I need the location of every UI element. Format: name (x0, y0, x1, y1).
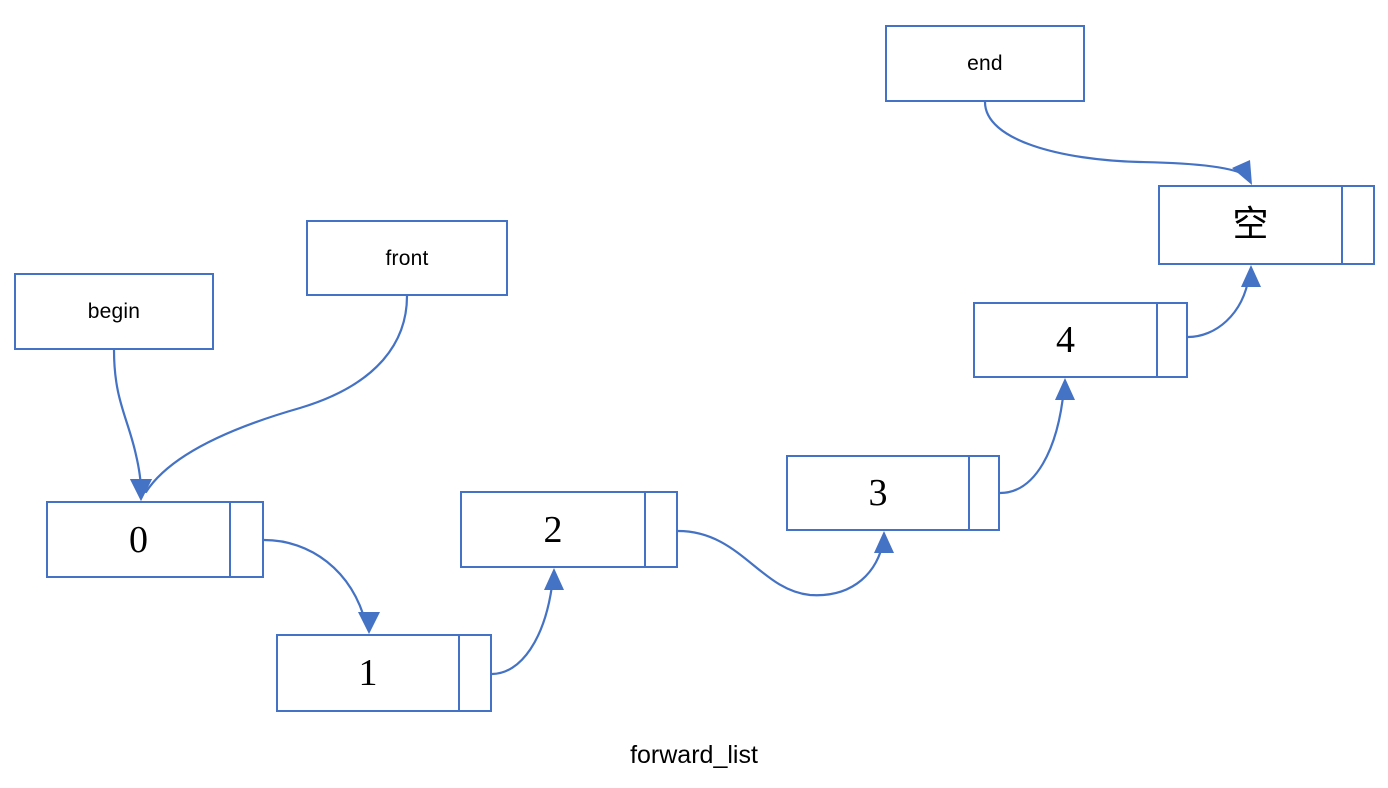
node-value-text: 3 (868, 472, 888, 514)
node-value-text: 4 (1056, 319, 1075, 361)
label-box-text: end (967, 52, 1003, 75)
node-value-cell: 4 (975, 304, 1158, 376)
edge-node4-to-nodeend (1186, 274, 1251, 339)
arrowhead-end-to-nodeend (1232, 160, 1252, 185)
node-pointer-cell (1158, 304, 1186, 376)
list-node-node1[interactable]: 1 (276, 634, 492, 712)
node-value-cell: 2 (462, 493, 646, 566)
edge-node0-to-node1 (262, 538, 368, 626)
label-box-end[interactable]: end (885, 25, 1085, 102)
list-node-node0[interactable]: 0 (46, 501, 264, 578)
edge-end-to-nodeend (983, 100, 1249, 178)
arrowhead-node2-to-node3 (874, 531, 894, 553)
node-pointer-cell (460, 636, 490, 710)
label-box-begin[interactable]: begin (14, 273, 214, 350)
list-node-nodeend[interactable]: 空 (1158, 185, 1375, 265)
list-node-node2[interactable]: 2 (460, 491, 678, 568)
node-value-cell: 0 (48, 503, 231, 576)
node-value-cell: 1 (278, 636, 460, 710)
arrowhead-node0-to-node1 (358, 612, 380, 634)
edge-node1-to-node2 (490, 576, 555, 676)
label-box-text: begin (87, 300, 141, 323)
edge-node3-to-node4 (998, 386, 1066, 495)
arrowhead-node3-to-node4 (1055, 378, 1075, 400)
node-pointer-cell (646, 493, 676, 566)
label-box-front[interactable]: front (306, 220, 508, 296)
node-value-text: 2 (543, 508, 563, 551)
edge-begin-to-node0 (112, 348, 143, 494)
node-pointer-cell (970, 457, 998, 529)
arrowhead-front-to-node0 (130, 479, 152, 501)
node-value-cell: 空 (1160, 187, 1343, 263)
label-box-text: front (385, 246, 429, 270)
list-node-node3[interactable]: 3 (786, 455, 1000, 531)
node-value-text: 空 (1232, 204, 1269, 245)
arrowhead-begin-to-node0 (130, 479, 152, 501)
list-node-node4[interactable]: 4 (973, 302, 1188, 378)
diagram-caption: forward_list (630, 741, 758, 769)
edge-node2-to-node3 (676, 529, 885, 597)
node-pointer-cell (1343, 187, 1373, 263)
node-pointer-cell (231, 503, 262, 576)
arrowhead-node1-to-node2 (544, 568, 564, 590)
node-value-text: 0 (129, 518, 148, 561)
arrowhead-node4-to-nodeend (1241, 265, 1261, 287)
node-value-text: 1 (358, 652, 378, 694)
node-value-cell: 3 (788, 457, 970, 529)
